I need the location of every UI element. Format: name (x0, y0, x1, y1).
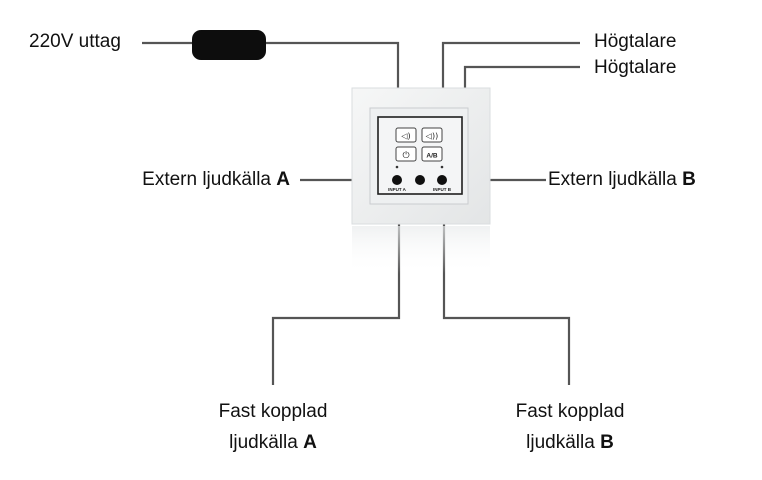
input-b-label: INPUT B (433, 187, 452, 192)
input-a-label: INPUT A (388, 187, 407, 192)
ext-source-a-letter: A (276, 169, 290, 190)
device-reflection (352, 226, 490, 274)
power-cable-line (142, 41, 400, 90)
ext-source-b-letter: B (682, 169, 696, 190)
fixed-source-a-line2: ljudkälla A (173, 427, 373, 458)
led-indicator-a (395, 165, 399, 169)
fixed-source-b-text: ljudkälla (526, 432, 601, 453)
ext-source-b-label: Extern ljudkälla B (548, 169, 696, 191)
wall-control-device: ◁) ◁)) ⏻ A/B INPUT A INPUT B (351, 87, 491, 274)
fixed-source-b-line1: Fast kopplad (515, 401, 625, 422)
input-a-jack (392, 175, 402, 185)
volume-down-icon: ◁) (400, 132, 410, 141)
fixed-source-b-line2: ljudkälla B (470, 427, 670, 458)
fixed-source-b-label: Fast kopplad ljudkälla B (470, 396, 670, 458)
ext-source-a-text: Extern ljudkälla (142, 169, 277, 190)
power-adapter (192, 30, 266, 60)
speaker-1-line (441, 41, 580, 90)
power-outlet-label: 220V uttag (29, 31, 121, 52)
power-icon: ⏻ (402, 150, 409, 161)
control-panel (377, 116, 463, 195)
middle-jack (415, 175, 425, 185)
fixed-source-a-line1: Fast kopplad (218, 401, 328, 422)
fixed-source-a-letter: A (303, 432, 317, 453)
fixed-source-a-text: ljudkälla (229, 432, 304, 453)
power-button (395, 146, 417, 162)
speaker-1-label: Högtalare (594, 31, 677, 52)
fixed-source-b-letter: B (600, 432, 614, 453)
ext-source-a-label: Extern ljudkälla A (142, 169, 290, 191)
speaker-2-label: Högtalare (594, 57, 677, 78)
volume-up-button (421, 127, 443, 143)
speaker-2-line (463, 65, 580, 90)
fixed-source-a-label: Fast kopplad ljudkälla A (173, 396, 373, 458)
volume-up-icon: ◁)) (425, 132, 438, 141)
ab-switch-button (421, 146, 443, 162)
ab-button-label: A/B (426, 153, 438, 160)
input-b-jack (437, 175, 447, 185)
ext-source-b-text: Extern ljudkälla (548, 169, 683, 190)
volume-down-button (395, 127, 417, 143)
led-indicator-b (440, 165, 444, 169)
